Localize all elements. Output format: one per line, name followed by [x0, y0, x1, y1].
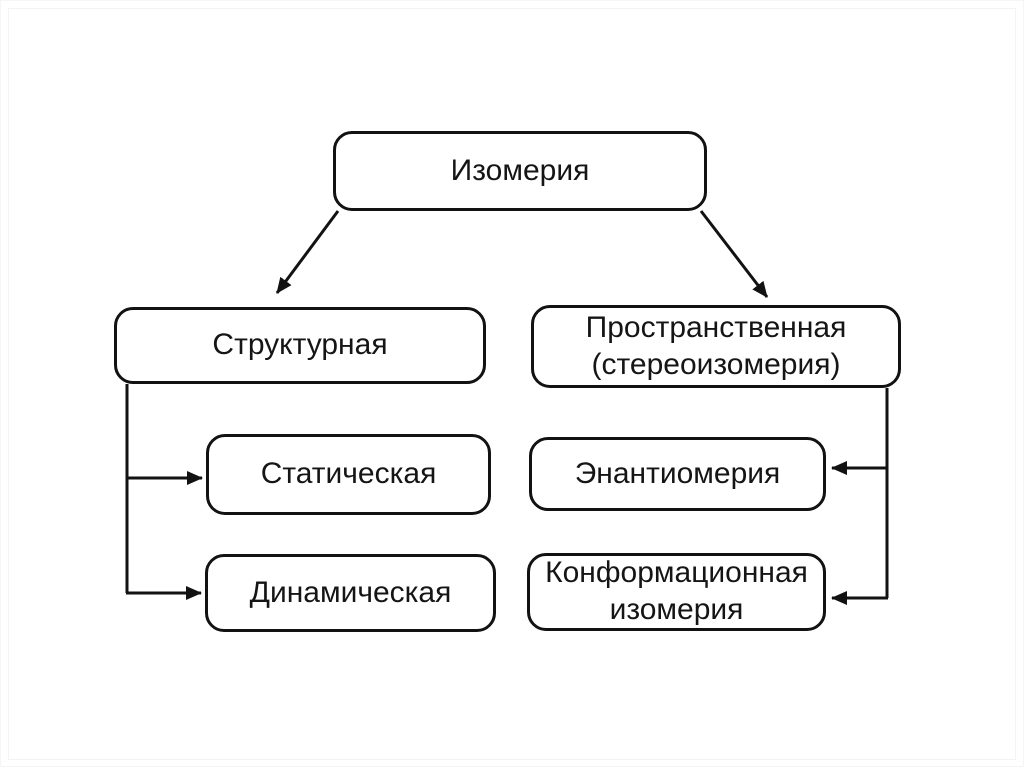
edge-root-spatial	[699, 210, 769, 298]
node-dynamic-label: Динамическая	[249, 575, 452, 609]
node-isomerism-label: Изомерия	[450, 153, 590, 187]
node-static: Статическая	[206, 434, 491, 515]
edge-root-structural	[275, 210, 340, 294]
node-dynamic: Динамическая	[205, 554, 496, 632]
node-spatial-stereoisomerism: Пространственная (стереоизомерия)	[531, 305, 901, 388]
node-conformational-label: Конформационная изомерия	[545, 556, 808, 626]
node-enantiomerism-label: Энантиомерия	[574, 456, 781, 490]
node-enantiomerism: Энантиомерия	[529, 437, 826, 511]
node-isomerism: Изомерия	[333, 131, 707, 211]
node-static-label: Статическая	[260, 457, 437, 491]
node-spatial-label: Пространственная (стереоизомерия)	[585, 310, 847, 381]
node-conformational-isomerism: Конформационная изомерия	[527, 553, 826, 631]
node-structural-label: Структурная	[212, 328, 388, 362]
node-structural: Структурная	[114, 307, 486, 384]
